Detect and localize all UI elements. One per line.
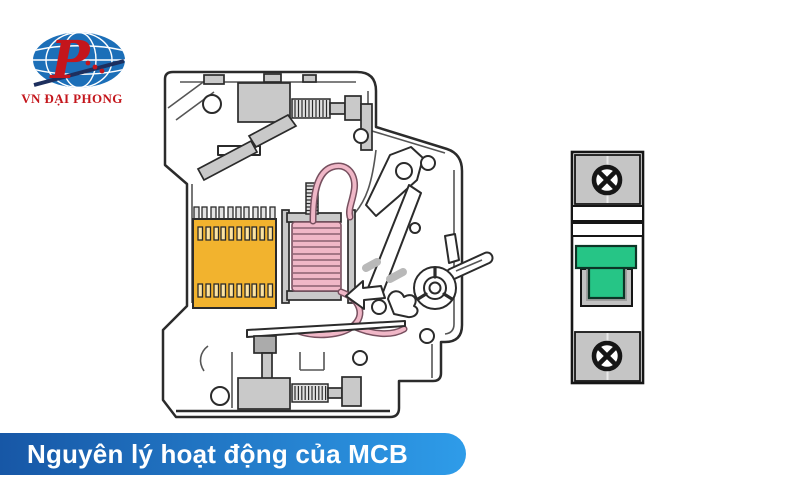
terminal-screw [344,95,362,121]
arc-chute-plates [193,206,276,220]
top-terminal [196,73,373,182]
operating-handle [445,251,494,281]
rating-band [571,222,644,237]
mcb-front-view [570,150,645,385]
toggle-switch [574,244,638,307]
company-logo: P VN ĐẠI PHONG [21,30,125,106]
rotary-mechanism [413,266,457,310]
conductor-strip [247,113,298,149]
front-bottom-terminal [574,331,641,382]
logo-swoosh [33,59,125,87]
latch [345,280,386,310]
logo-company-name: VN ĐẠI PHONG [21,91,123,106]
screw-head-icon [591,164,623,196]
bottom-terminal [237,376,362,410]
terminal-block [237,82,291,123]
screw-head-icon [591,340,623,372]
logo-monogram: P [48,30,91,91]
trip-mechanism [345,146,494,319]
logo-dot [85,60,91,66]
mcb-cutaway-diagram [161,70,494,419]
logo-dot [92,64,98,70]
contact-pivot [253,335,277,354]
logo-dot [99,68,105,74]
toggle-bar [574,244,638,270]
arc-chute-vents-bottom [197,283,274,298]
terminal-block [237,377,291,410]
terminal-spring [291,383,329,403]
caption-banner: Nguyên lý hoạt động của MCB [0,433,466,475]
coil-windings [291,221,342,292]
caption-title: Nguyên lý hoạt động của MCB [27,439,408,469]
arc-chute [192,206,277,309]
case-holes [202,94,436,406]
terminal-screw [341,376,362,407]
terminal-spring [291,98,331,119]
arc-chute-vents-top [197,226,274,241]
moving-contact-bar [246,320,406,338]
conductor-strip [196,139,259,182]
front-top-terminal [574,154,641,205]
rating-band [571,205,644,222]
